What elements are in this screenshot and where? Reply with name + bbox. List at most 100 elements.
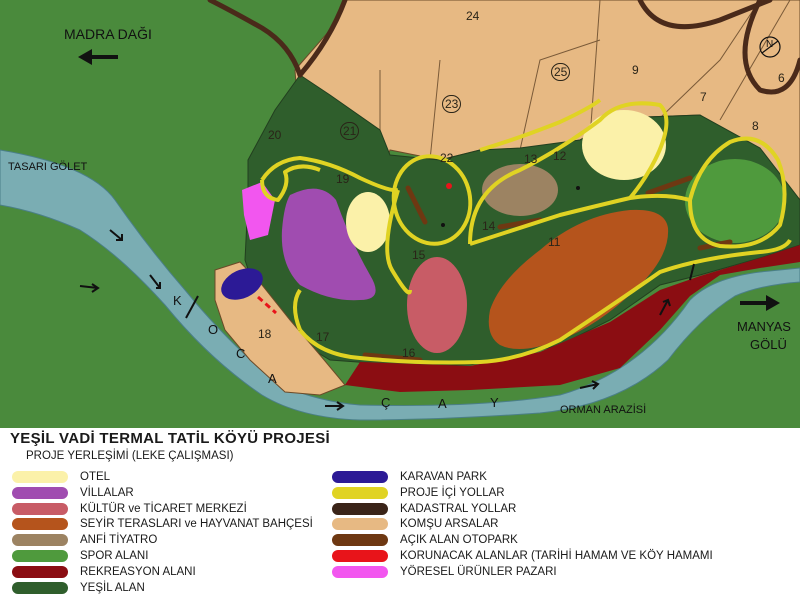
legend-swatch: [12, 534, 68, 547]
parcel-number: 24: [466, 9, 480, 23]
legend-item: KARAVAN PARK: [332, 470, 487, 484]
legend-swatch: [12, 550, 68, 562]
legend-item: SEYİR TERASLARI ve HAYVANAT BAHÇESİ: [12, 517, 313, 531]
legend-item: ANFİ TİYATRO: [12, 533, 157, 547]
legend-label: KADASTRAL YOLLAR: [400, 502, 517, 515]
flow-arrows: [79, 229, 695, 411]
legend-item: KADASTRAL YOLLAR: [332, 502, 516, 516]
parcel-number: 22: [440, 151, 454, 165]
river-letter: A: [268, 371, 277, 386]
recreation-area: [345, 245, 800, 392]
legend-label: YÖRESEL ÜRÜNLER PAZARI: [400, 565, 557, 578]
place-orman: ORMAN ARAZİSİ: [560, 404, 647, 416]
legend-swatch: [12, 581, 68, 594]
parcel-number: 21: [340, 122, 360, 140]
hotel-1: [346, 192, 390, 252]
legend-item: AÇIK ALAN OTOPARK: [332, 533, 518, 547]
parcel-number: 9: [632, 63, 639, 77]
river-tick: [185, 295, 199, 319]
legend-item: REKREASYON ALANI: [12, 565, 196, 579]
direction-arrow-right: [740, 295, 780, 311]
river-letter: Y: [490, 395, 499, 410]
legend-swatch: [332, 565, 388, 578]
legend-item: KOMŞU ARSALAR: [332, 517, 498, 531]
legend-label: KOMŞU ARSALAR: [400, 518, 499, 531]
legend-swatch: [332, 534, 388, 547]
cadastral-roads: [207, 0, 800, 95]
river-letter: A: [438, 396, 447, 411]
project-roads: [260, 98, 792, 365]
legend-label: SPOR ALANI: [80, 550, 149, 562]
site-plan-map: [0, 0, 800, 428]
marker-dot: [441, 223, 445, 227]
legend-swatch: [12, 502, 68, 515]
parcel-number: 18: [258, 327, 272, 341]
culture-trade-center: [407, 257, 467, 353]
legend-item: KORUNACAK ALANLAR (TARİHİ HAMAM VE KÖY H…: [332, 549, 713, 563]
legend-item: PROJE İÇİ YOLLAR: [332, 486, 505, 500]
river-letter: Ç: [381, 395, 391, 410]
legend-label: KÜLTÜR ve TİCARET MERKEZİ: [80, 502, 247, 515]
legend-swatch: [332, 471, 388, 483]
legend-swatch: [332, 486, 388, 499]
river-letter: C: [236, 346, 246, 361]
parcel-number: 15: [412, 248, 426, 262]
legend-item: SPOR ALANI: [12, 549, 148, 563]
river-letter: K: [173, 293, 182, 308]
legend-label: VİLLALAR: [80, 486, 134, 499]
legend-item: KÜLTÜR ve TİCARET MERKEZİ: [12, 502, 247, 516]
parcel-number: 14: [482, 219, 496, 233]
caravan-park: [221, 268, 263, 300]
parcel-number: 25: [551, 63, 571, 81]
project-title: YEŞİL VADİ TERMAL TATİL KÖYÜ PROJESİ: [10, 430, 331, 447]
legend-label: ANFİ TİYATRO: [80, 534, 158, 547]
direction-arrow-left: [78, 49, 118, 65]
place-tasari: TASARI GÖLET: [8, 161, 88, 173]
parcel-number: 19: [336, 172, 350, 186]
parcel-number: 11: [548, 235, 561, 249]
legend-label: KARAVAN PARK: [400, 471, 487, 483]
amphitheatre: [482, 164, 558, 216]
parcel-number: 16: [402, 346, 416, 360]
sports-field: [685, 159, 785, 243]
marker-dot: [576, 186, 580, 190]
legend-label: OTEL: [80, 471, 111, 483]
place-madra: MADRA DAĞI: [64, 26, 152, 42]
terraces-and-zoo: [488, 209, 669, 349]
parcel-number: 7: [700, 90, 707, 104]
legend-swatch: [12, 518, 68, 531]
legend-swatch: [332, 518, 388, 531]
legend-swatch: [332, 502, 388, 515]
protected-historic-bath: [446, 183, 452, 189]
legend-swatch: [12, 471, 68, 483]
parcel-number: 17: [316, 330, 330, 344]
parcel-number: 13: [524, 152, 538, 166]
villas: [281, 188, 376, 301]
parcel-number: 6: [778, 71, 785, 85]
place-manyas-1: MANYAS: [737, 319, 791, 334]
project-subtitle: PROJE YERLEŞİMİ (LEKE ÇALIŞMASI): [26, 450, 234, 462]
compass-n: N: [766, 39, 774, 50]
legend-swatch: [12, 486, 68, 499]
legend-label: KORUNACAK ALANLAR (TARİHİ HAMAM VE KÖY H…: [400, 550, 713, 562]
legend-label: SEYİR TERASLARI ve HAYVANAT BAHÇESİ: [80, 518, 313, 531]
parcel-boundaries: [379, 0, 791, 161]
legend: YEŞİL VADİ TERMAL TATİL KÖYÜ PROJESİ PRO…: [0, 428, 800, 600]
legend-label: PROJE İÇİ YOLLAR: [400, 486, 505, 499]
legend-item: VİLLALAR: [12, 486, 134, 500]
hotel-2: [582, 110, 666, 180]
parcel-number: 20: [268, 128, 282, 142]
legend-label: REKREASYON ALANI: [80, 565, 196, 578]
legend-label: YEŞİL ALAN: [80, 581, 145, 594]
compass: [759, 36, 781, 58]
legend-item: OTEL: [12, 470, 110, 484]
river-letter: O: [208, 322, 219, 337]
legend-item: YEŞİL ALAN: [12, 581, 145, 595]
legend-item: YÖRESEL ÜRÜNLER PAZARI: [332, 565, 557, 579]
parcel-number: 12: [553, 149, 567, 163]
parcel-number: 23: [442, 95, 462, 113]
legend-swatch: [332, 550, 388, 562]
parcel-number: 8: [752, 119, 759, 133]
protected-village-bath: [257, 295, 277, 315]
